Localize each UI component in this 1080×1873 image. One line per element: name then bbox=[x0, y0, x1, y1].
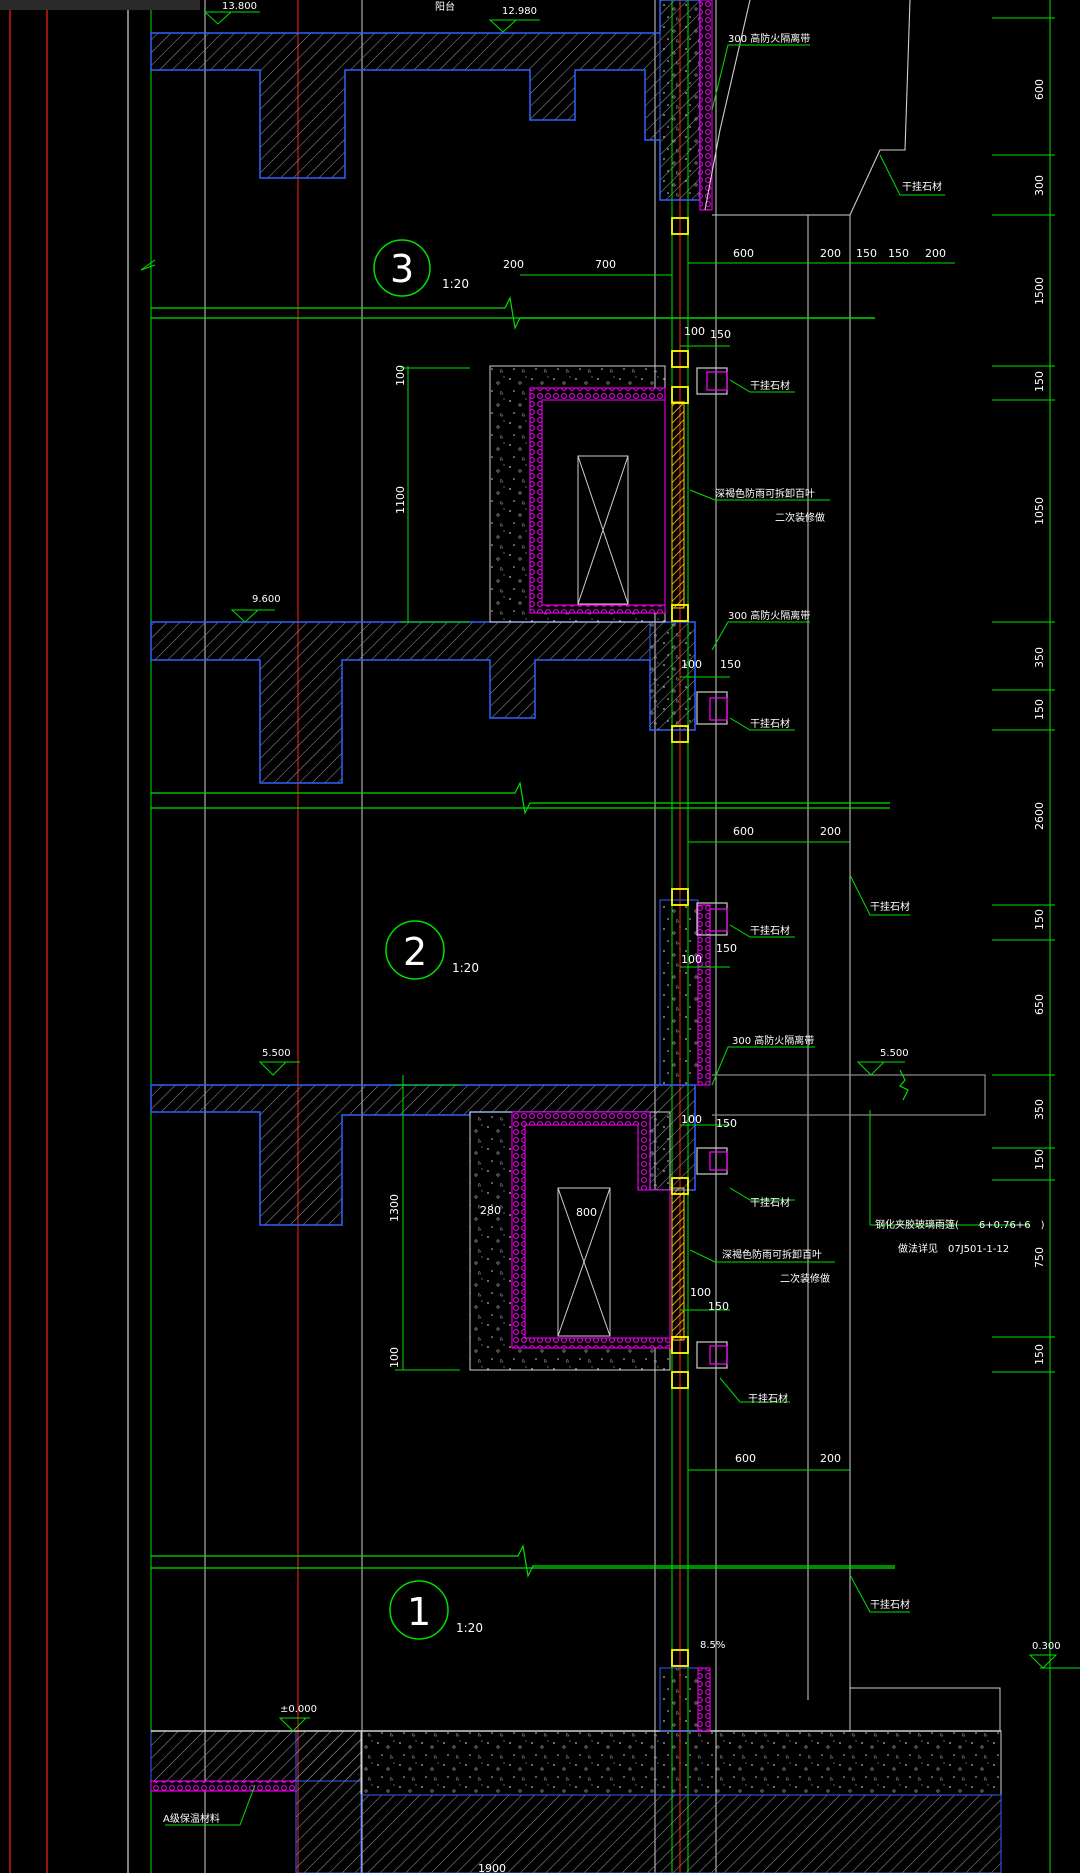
note-fire-barrier-1: 300 高防火隔离带 bbox=[728, 32, 810, 45]
rdim-12: 750 bbox=[1033, 1247, 1046, 1268]
dim-150-g: 150 bbox=[708, 1300, 729, 1313]
dim-600-a: 600 bbox=[733, 247, 754, 260]
dim-200-c: 200 bbox=[925, 247, 946, 260]
dim-200-a: 200 bbox=[503, 258, 524, 271]
rdim-10: 350 bbox=[1033, 1099, 1046, 1120]
louver-box-upper bbox=[489, 365, 685, 623]
dim-200-e: 200 bbox=[820, 1452, 841, 1465]
dim-100-a: 100 bbox=[684, 325, 705, 338]
note-louver-2: 深褐色防雨可拆卸百叶 bbox=[722, 1248, 822, 1261]
rdim-6: 150 bbox=[1033, 699, 1046, 720]
level-second-right: 5.500 bbox=[880, 1048, 909, 1059]
note-louver-1: 深褐色防雨可拆卸百叶 bbox=[715, 487, 815, 500]
note-fire-barrier-2: 300 高防火隔离带 bbox=[728, 609, 810, 622]
dim-1100: 1100 bbox=[394, 486, 407, 514]
note-stone-8: 干挂石材 bbox=[870, 1598, 910, 1611]
balcony-label: 阳台 bbox=[435, 0, 455, 13]
note-canopy: 钢化夹胶玻璃雨篷( 6+0.76+6 ) bbox=[875, 1218, 1045, 1231]
break-lines bbox=[151, 296, 895, 1578]
note-stone-7: 干挂石材 bbox=[748, 1392, 788, 1405]
note-stone-1: 干挂石材 bbox=[902, 180, 942, 193]
rdim-9: 650 bbox=[1033, 994, 1046, 1015]
level-top: 13.800 bbox=[222, 1, 257, 12]
glass-canopy bbox=[712, 1069, 986, 1116]
dim-150-e: 150 bbox=[716, 942, 737, 955]
wall-top-insulation bbox=[699, 0, 713, 211]
level-third: 9.600 bbox=[252, 594, 281, 605]
rdim-2: 1500 bbox=[1033, 277, 1046, 305]
detail-2-number: 2 bbox=[403, 930, 427, 974]
dim-1900: 1900 bbox=[478, 1862, 506, 1873]
louver-box-lower bbox=[469, 1111, 685, 1371]
rdim-13: 150 bbox=[1033, 1344, 1046, 1365]
detail-1-scale: 1:20 bbox=[456, 1621, 483, 1635]
detail-3-scale: 1:20 bbox=[442, 277, 469, 291]
dim-100-e: 100 bbox=[690, 1286, 711, 1299]
note-stone-2: 干挂石材 bbox=[750, 379, 790, 392]
slab-third bbox=[150, 621, 696, 784]
note-insulation: A级保温材料 bbox=[163, 1812, 220, 1825]
vertical-lines bbox=[204, 0, 1051, 1873]
dim-150-d: 150 bbox=[720, 658, 741, 671]
note-canopy-ref: 做法详见 07J501-1-12 bbox=[898, 1242, 1009, 1255]
dim-100-v1: 100 bbox=[394, 365, 407, 386]
rdim-8: 150 bbox=[1033, 909, 1046, 930]
level-markers bbox=[203, 11, 1058, 1732]
right-dimension-chain bbox=[992, 17, 1080, 1669]
detail-1-number: 1 bbox=[407, 1590, 431, 1634]
yellow-anchors bbox=[671, 217, 689, 1667]
slab-top bbox=[150, 0, 701, 201]
wall-second-upper bbox=[659, 899, 711, 1086]
dim-100-v2: 100 bbox=[388, 1347, 401, 1368]
dim-150-b: 150 bbox=[888, 247, 909, 260]
dim-200-b: 200 bbox=[820, 247, 841, 260]
dim-150-c: 150 bbox=[710, 328, 731, 341]
dim-100-b: 100 bbox=[681, 658, 702, 671]
horizontal-dimensions bbox=[395, 262, 955, 1471]
dim-200-d: 200 bbox=[820, 825, 841, 838]
rdim-4: 1050 bbox=[1033, 497, 1046, 525]
note-stone-5: 干挂石材 bbox=[750, 924, 790, 937]
detail-circles bbox=[373, 239, 449, 1640]
rdim-1: 300 bbox=[1033, 175, 1046, 196]
dim-1300: 1300 bbox=[388, 1194, 401, 1222]
sheet-border bbox=[0, 0, 200, 1873]
foundation bbox=[150, 1667, 1002, 1873]
dim-150-f: 150 bbox=[716, 1117, 737, 1130]
rdim-5: 350 bbox=[1033, 647, 1046, 668]
rdim-0: 600 bbox=[1033, 79, 1046, 100]
labels: 3 1:20 2 1:20 1 1:20 13.800 阳台 12.980 9.… bbox=[163, 0, 1061, 1873]
note-stone-4: 干挂石材 bbox=[870, 900, 910, 913]
level-ground: ±0.000 bbox=[280, 1704, 317, 1715]
note-decor-2: 二次装修做 bbox=[780, 1272, 830, 1285]
level-second-left: 5.500 bbox=[262, 1048, 291, 1059]
dim-600-b: 600 bbox=[733, 825, 754, 838]
dim-150-a: 150 bbox=[856, 247, 877, 260]
level-grade: 0.300 bbox=[1032, 1641, 1061, 1652]
note-fire-barrier-3: 300 高防火隔离带 bbox=[732, 1034, 814, 1047]
note-stone-3: 干挂石材 bbox=[750, 717, 790, 730]
detail-3-number: 3 bbox=[390, 247, 414, 291]
note-stone-6: 干挂石材 bbox=[750, 1196, 790, 1209]
rdim-11: 150 bbox=[1033, 1149, 1046, 1170]
rdim-3: 150 bbox=[1033, 371, 1046, 392]
upper-canopy-profile bbox=[704, 0, 911, 216]
dim-100-c: 100 bbox=[681, 953, 702, 966]
dim-600-c: 600 bbox=[735, 1452, 756, 1465]
dim-280: 280 bbox=[480, 1204, 501, 1217]
leaders bbox=[165, 44, 1030, 1826]
dim-800: 800 bbox=[576, 1206, 597, 1219]
note-slope: 8.5% bbox=[700, 1640, 725, 1651]
detail-2-scale: 1:20 bbox=[452, 961, 479, 975]
dim-100-d: 100 bbox=[681, 1113, 702, 1126]
stone-brackets bbox=[696, 367, 728, 1369]
level-balcony: 12.980 bbox=[502, 6, 537, 17]
note-decor-1: 二次装修做 bbox=[775, 511, 825, 524]
dim-700: 700 bbox=[595, 258, 616, 271]
rdim-7: 2600 bbox=[1033, 802, 1046, 830]
